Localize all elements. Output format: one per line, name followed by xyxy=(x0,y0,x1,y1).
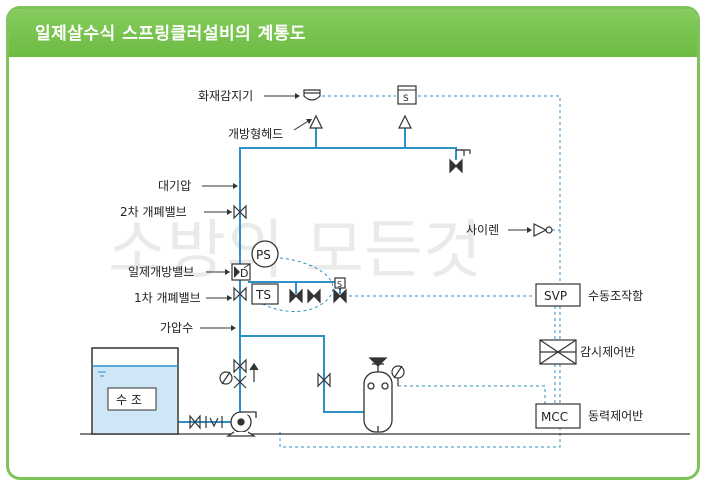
arrowhead xyxy=(527,227,532,233)
arrowhead xyxy=(306,119,312,124)
ps-label: PS xyxy=(256,248,271,262)
detector-s-box: S xyxy=(397,85,417,105)
open-head-icon xyxy=(309,114,412,129)
pressure-tank xyxy=(363,357,393,433)
solenoid-valves-icon xyxy=(289,277,347,304)
arrowhead xyxy=(295,93,300,99)
mcc-label: 동력제어반 xyxy=(588,409,643,423)
signal-lines xyxy=(239,95,561,448)
tank-label: 수 조 xyxy=(116,393,142,407)
branch-valve-icon xyxy=(317,372,331,388)
suction-valve-icon xyxy=(189,414,223,430)
detector-s-mark: S xyxy=(403,94,409,104)
second-valve-icon xyxy=(233,204,247,220)
siren-icon xyxy=(533,223,553,237)
monitor-label: 감시제어반 xyxy=(580,345,635,359)
svp-label: 수동조작함 xyxy=(588,289,643,303)
arrowhead xyxy=(233,183,238,189)
fire-detector-label: 화재감지기 xyxy=(198,89,253,103)
tamper-switch: TS xyxy=(251,283,279,305)
siren-label: 사이렌 xyxy=(466,223,499,237)
tank-gauge-icon xyxy=(391,365,405,386)
diagram-title: 일제살수식 스프링클러설비의 계통도 xyxy=(35,24,307,44)
arrowhead xyxy=(225,269,230,275)
pressurized-label: 가압수 xyxy=(160,321,193,335)
solenoid-s-mark: S xyxy=(337,280,342,289)
arrowhead xyxy=(231,325,236,331)
first-valve-icon xyxy=(233,286,247,302)
water-tank: 수 조 xyxy=(91,347,179,435)
title-bar: 일제살수식 스프링클러설비의 계통도 xyxy=(9,9,697,57)
mcc-box: MCC xyxy=(535,403,581,429)
atmospheric-label: 대기압 xyxy=(158,179,191,193)
first-valve-label: 1차 개폐밸브 xyxy=(134,291,201,305)
check-valve-icon xyxy=(233,362,259,389)
deluge-d-mark: D xyxy=(240,267,248,280)
ts-label: TS xyxy=(255,288,271,302)
svp-text: SVP xyxy=(544,289,567,303)
arrowhead xyxy=(227,209,232,215)
test-valve-icon xyxy=(449,149,471,174)
pressure-gauge-icon xyxy=(219,371,233,385)
fire-detector-icon xyxy=(303,89,321,101)
monitor-panel-icon xyxy=(539,339,577,365)
mcc-text: MCC xyxy=(541,410,568,424)
second-valve-label: 2차 개폐밸브 xyxy=(120,205,187,219)
deluge-valve-label: 일제개방밸브 xyxy=(128,265,194,279)
watermark: 소방의 모든것 xyxy=(108,214,482,288)
pressure-switch: PS xyxy=(243,240,279,269)
gate-valve-icon xyxy=(233,358,247,374)
deluge-valve-icon: D xyxy=(231,263,251,281)
open-head-label: 개방형헤드 xyxy=(228,127,283,141)
arrowhead xyxy=(227,295,232,301)
pump-icon xyxy=(225,411,257,437)
svp-box: SVP xyxy=(535,283,581,307)
open-head-arrow xyxy=(293,119,311,131)
